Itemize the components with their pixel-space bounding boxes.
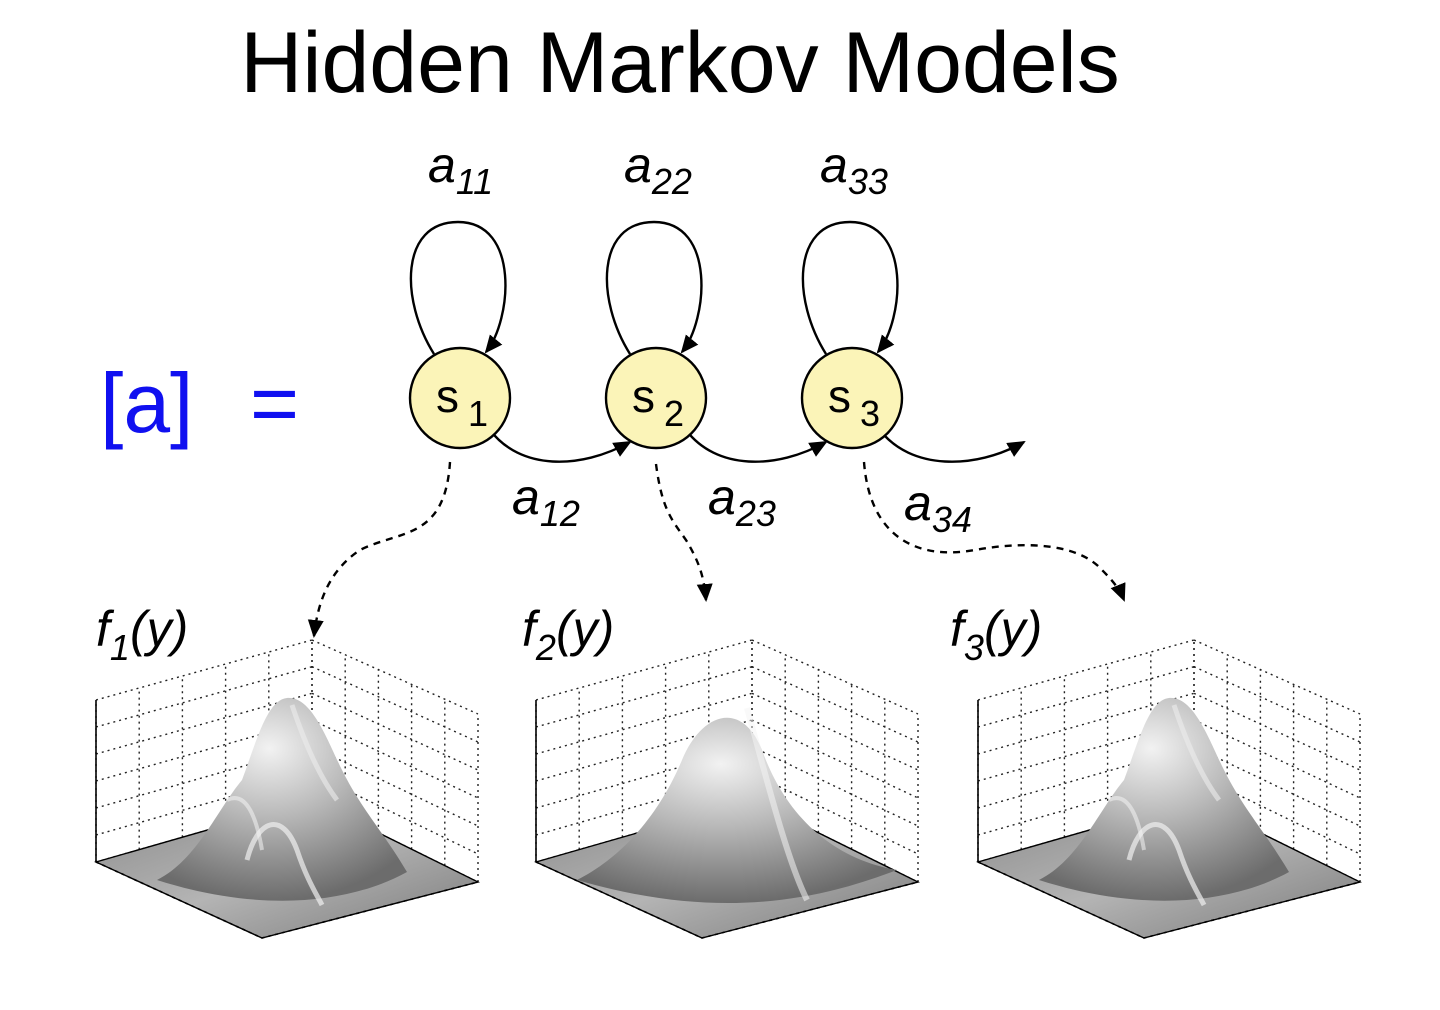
highlight: [226, 796, 264, 851]
self-loop-s3: [801, 220, 899, 355]
matrix-symbol: [a]: [100, 356, 193, 450]
func-subscript: 3: [964, 627, 984, 668]
grid-line: [311, 719, 479, 799]
state-name: s: [828, 370, 851, 422]
label-a23: a23: [708, 469, 776, 534]
transition-s3-exit: [879, 429, 1026, 463]
state-index: 3: [860, 393, 880, 434]
grid-line: [311, 666, 479, 743]
grid-line: [95, 639, 313, 701]
grid-line: [311, 692, 479, 771]
highlight: [1108, 796, 1146, 851]
grid-line: [1193, 719, 1361, 799]
base-edge: [977, 861, 1361, 939]
label-symbol: a: [624, 137, 652, 193]
func-subscript: 2: [535, 627, 556, 668]
label-f1: f1(y): [96, 601, 188, 668]
label-a22: a22: [624, 137, 692, 202]
self-transition-labels: a11 a22 a33: [428, 137, 888, 202]
emission-s2: [654, 463, 713, 602]
func-arg: (y): [130, 601, 188, 657]
highlight: [744, 707, 810, 902]
grid-line: [977, 639, 1195, 701]
label-a33: a33: [820, 137, 888, 202]
state-circle: [604, 346, 708, 450]
state-name: s: [436, 370, 459, 422]
label-subscript: 34: [932, 499, 972, 540]
self-loop-s1: [409, 220, 507, 355]
label-subscript: 33: [848, 161, 888, 202]
label-subscript: 22: [651, 161, 692, 202]
grid-line: [1193, 692, 1361, 771]
grid-line: [977, 665, 1195, 728]
label-symbol: a: [512, 469, 540, 525]
density-peak: [577, 717, 897, 904]
density-surface-f3: [975, 639, 1362, 939]
equals-sign: =: [250, 356, 299, 450]
grid-line: [535, 665, 753, 728]
grid-line: [1193, 746, 1361, 827]
func-subscript: 1: [110, 627, 130, 668]
density-surface-f2: [533, 639, 920, 939]
emission-s3: [862, 461, 1126, 602]
grid-line: [95, 692, 313, 755]
state-s2: s 2: [604, 346, 708, 450]
grid-line: [751, 719, 919, 799]
highlight: [289, 704, 340, 802]
state-name: s: [632, 370, 655, 422]
state-index: 2: [664, 393, 684, 434]
forward-transition-labels: a12 a23 a34: [512, 469, 972, 540]
label-a11: a11: [428, 137, 493, 202]
highlight: [1171, 704, 1222, 802]
func-arg: (y): [556, 601, 614, 657]
label-f3: f3(y): [950, 601, 1042, 668]
base-edge: [95, 861, 479, 939]
page-title: Hidden Markov Models: [240, 15, 1119, 111]
label-subscript: 23: [735, 493, 776, 534]
label-a34: a34: [904, 475, 972, 540]
grid-line: [311, 746, 479, 827]
label-subscript: 12: [540, 493, 580, 534]
state-s1: s 1: [408, 346, 512, 450]
emission-s1: [307, 461, 452, 638]
density-peak: [1039, 697, 1289, 901]
grid-line: [95, 665, 313, 728]
density-peak: [157, 697, 407, 901]
emission-labels: f1(y) f2(y) f3(y): [96, 601, 1042, 668]
state-s3: s 3: [800, 346, 904, 450]
transition-s2-s3: [685, 429, 828, 463]
label-symbol: a: [904, 475, 932, 531]
grid-line: [751, 772, 919, 855]
grid-line: [535, 639, 753, 701]
grid-line: [535, 692, 753, 755]
self-loops: [409, 220, 899, 355]
label-f2: f2(y): [522, 601, 614, 668]
label-symbol: a: [820, 137, 848, 193]
grid-line: [751, 639, 919, 715]
label-symbol: a: [708, 469, 736, 525]
grid-line: [311, 639, 479, 715]
state-circle: [800, 346, 904, 450]
state-index: 1: [468, 393, 488, 434]
transition-s1-s2: [489, 429, 632, 463]
grid-line: [751, 746, 919, 827]
label-subscript: 11: [456, 161, 493, 202]
label-a12: a12: [512, 469, 580, 534]
forward-transitions: [489, 429, 1026, 463]
grid-line: [977, 692, 1195, 755]
grid-line: [1193, 639, 1361, 715]
self-loop-s2: [605, 220, 703, 355]
grid-line: [751, 666, 919, 743]
transition-matrix-label: [a] =: [100, 356, 299, 450]
base-edge: [535, 861, 919, 939]
density-surface-f1: [93, 639, 480, 939]
emission-arrows: [307, 461, 1126, 638]
grid-line: [1193, 666, 1361, 743]
grid-line: [751, 692, 919, 771]
state-circle: [408, 346, 512, 450]
func-arg: (y): [984, 601, 1042, 657]
label-symbol: a: [428, 137, 456, 193]
